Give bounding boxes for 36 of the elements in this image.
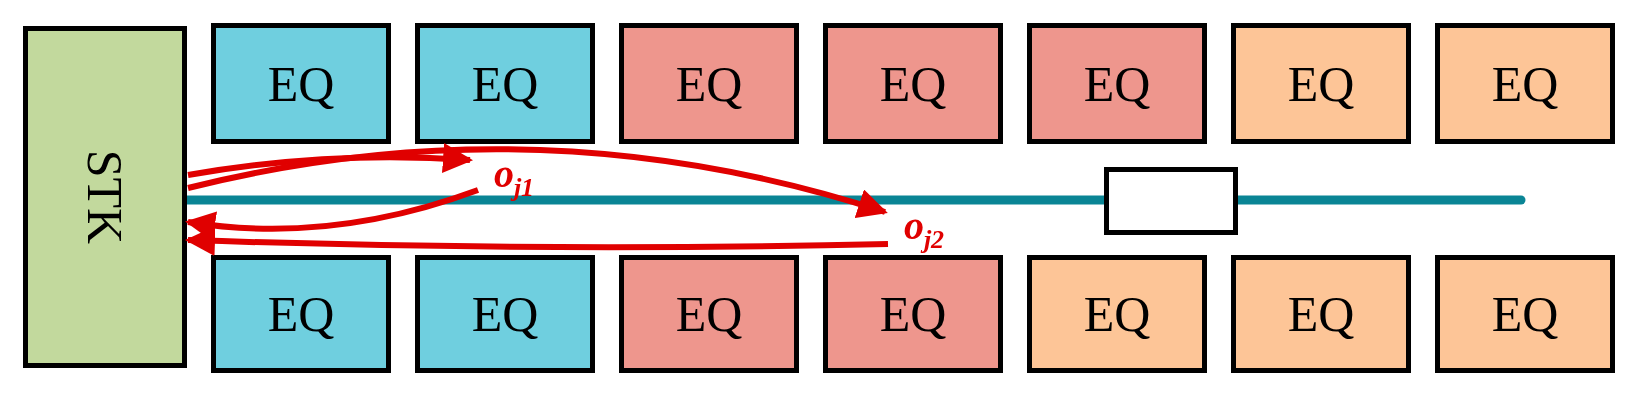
equipment-box bbox=[415, 255, 595, 373]
box-label: EQ bbox=[1491, 58, 1559, 109]
curved-arrow bbox=[187, 143, 473, 178]
equipment-box bbox=[1435, 255, 1615, 373]
box-label: EQ bbox=[879, 58, 947, 109]
equipment-box bbox=[823, 255, 1003, 373]
equipment-box bbox=[1027, 255, 1207, 373]
point-label: o$_{j1}$ bbox=[493, 153, 535, 201]
curved-arrow bbox=[185, 225, 889, 256]
box-label: EQ bbox=[675, 289, 743, 339]
box-label: EQ bbox=[675, 58, 743, 109]
box-label: EQ bbox=[471, 289, 539, 339]
box-label: STK bbox=[80, 149, 130, 245]
box-label: EQ bbox=[879, 289, 947, 339]
equipment-box bbox=[619, 23, 799, 144]
box-label: EQ bbox=[1083, 58, 1151, 109]
equipment-box bbox=[1435, 23, 1615, 144]
equipment-box bbox=[1231, 255, 1411, 373]
equipment-box bbox=[823, 23, 1003, 144]
equipment-box bbox=[415, 23, 595, 144]
point-label: o$_{j2}$ bbox=[903, 205, 945, 253]
stocker-box bbox=[23, 26, 187, 368]
box-label: EQ bbox=[1287, 289, 1355, 339]
box-label: EQ bbox=[267, 58, 335, 109]
box-label: EQ bbox=[267, 289, 335, 339]
box-label: EQ bbox=[1287, 58, 1355, 109]
equipment-box bbox=[619, 255, 799, 373]
equipment-box bbox=[1231, 23, 1411, 144]
box-label: EQ bbox=[471, 58, 539, 109]
curved-arrow bbox=[187, 146, 888, 219]
box-label: EQ bbox=[1083, 289, 1151, 339]
box-label: EQ bbox=[1491, 289, 1559, 339]
equipment-box bbox=[211, 23, 391, 144]
equipment-box bbox=[211, 255, 391, 373]
vehicle-box bbox=[1104, 167, 1238, 235]
equipment-box bbox=[1027, 23, 1207, 144]
